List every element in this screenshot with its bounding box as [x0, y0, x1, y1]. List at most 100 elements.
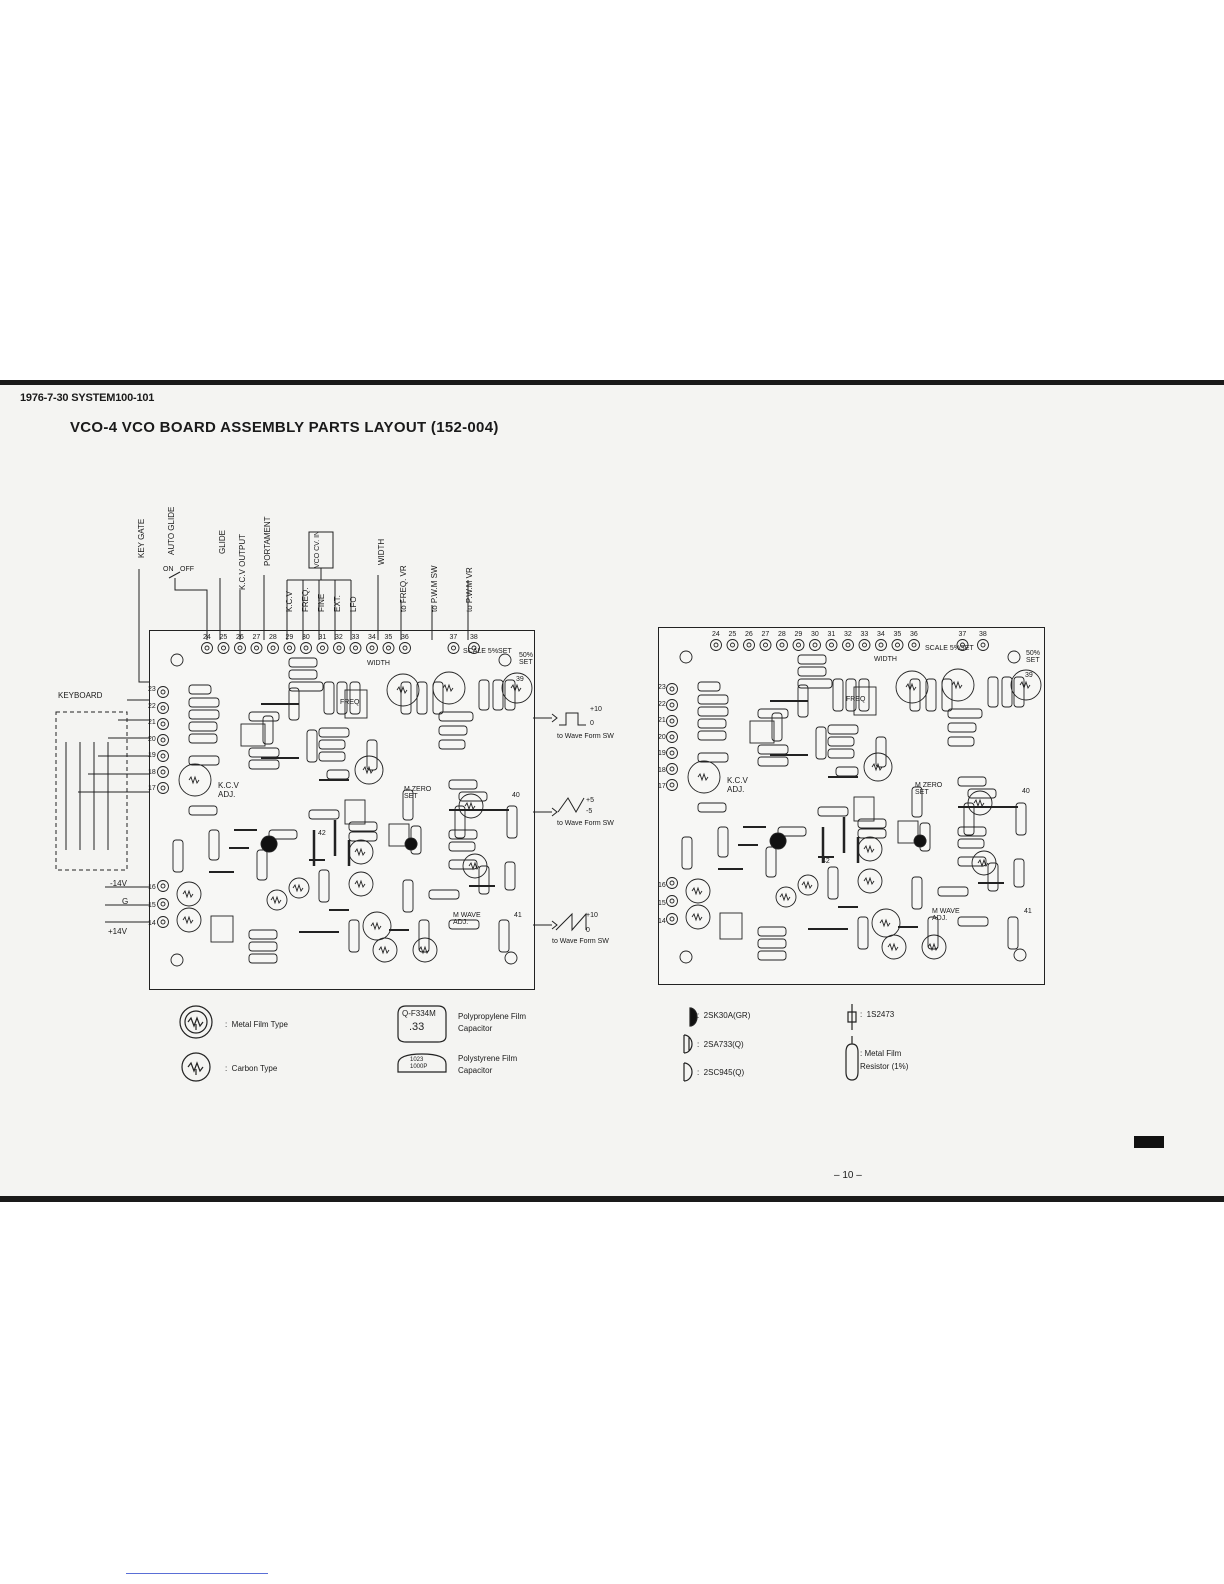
left-pad-hole: [669, 750, 675, 756]
top-pad: [776, 639, 788, 651]
resistor-vertical: [478, 679, 490, 711]
left-pad: [157, 898, 169, 910]
legend-polypropylene-text: Polypropylene Film Capacitor: [458, 1012, 527, 1033]
top-pad-hole: [845, 642, 851, 648]
resistor: [947, 722, 977, 733]
resistor-vertical: [418, 919, 430, 953]
top-pad: [825, 639, 838, 651]
right-width-label: WIDTH: [874, 656, 897, 663]
trimmer-or-capacitor: [372, 937, 398, 963]
resistor: [248, 941, 278, 952]
trimmer-or-capacitor: [941, 668, 975, 702]
left-pin-number: 22: [148, 703, 156, 710]
top-pad-hole: [204, 645, 210, 651]
right-top-pin-number: 33: [860, 631, 869, 638]
top-pad: [842, 639, 854, 651]
trimmer-wiper: [927, 942, 939, 952]
resistor: [188, 709, 220, 720]
resistor: [448, 829, 478, 840]
trimmer-wiper: [188, 775, 200, 785]
resistor: [817, 806, 849, 817]
top-pad-hole: [320, 645, 325, 651]
top-pin-number: 30: [302, 634, 310, 641]
left-pad-hole: [160, 901, 166, 907]
top-pad-hole: [303, 645, 309, 651]
left-pad: [666, 683, 678, 695]
top-pad: [809, 639, 821, 651]
resistor: [797, 678, 833, 689]
left-pad-hole: [160, 769, 166, 775]
trimmer-or-capacitor: [348, 871, 374, 897]
resistor-vertical: [987, 676, 999, 708]
top-pad-hole: [713, 642, 719, 648]
top-pad-hole: [386, 645, 391, 651]
right-top-pin-number: 34: [877, 631, 885, 638]
trimmer-wiper: [292, 883, 304, 893]
ground-label: G: [122, 897, 129, 906]
width-pwm-wires: [377, 575, 469, 640]
resistor: [248, 747, 280, 758]
resistor-vertical: [765, 846, 777, 878]
top-pin-number: 37: [449, 634, 458, 641]
left-pad: [157, 766, 169, 778]
left-pin-number: 16: [148, 884, 156, 891]
trimmer-wiper: [973, 798, 985, 808]
resistor-vertical: [1007, 916, 1019, 950]
resistor: [438, 711, 474, 722]
resistor: [697, 694, 729, 705]
trimmer-wiper: [464, 801, 476, 811]
legend-1s2473-text: : 1S2473: [860, 1010, 895, 1019]
edge-pin-number: 41: [514, 912, 522, 919]
top-pad: [201, 642, 213, 654]
top-pin-number: 29: [285, 634, 294, 641]
top-pad: [875, 639, 887, 651]
edge-pin-number: 42: [318, 830, 326, 837]
trimmer-or-capacitor: [288, 877, 310, 899]
resistor-vertical: [504, 679, 516, 711]
right-board-pin-number: 21: [658, 717, 666, 724]
left-pad: [157, 734, 169, 746]
resistor-vertical: [987, 862, 999, 892]
trimmer-or-capacitor: [1010, 669, 1042, 701]
trimmer-wiper: [801, 880, 813, 890]
keyboard-contacts: [65, 742, 109, 850]
left-pad-hole: [669, 718, 675, 724]
resistor-vertical: [478, 865, 490, 895]
switch-on-label: ON: [163, 566, 174, 573]
trimmer-or-capacitor: [871, 908, 901, 938]
trimmer-wiper: [905, 682, 917, 692]
resistor-vertical: [1013, 676, 1025, 708]
resistor: [777, 826, 807, 837]
top-pad-hole: [270, 645, 276, 651]
right-board-pin-number: 18: [658, 767, 666, 774]
trimmer-or-capacitor: [354, 755, 384, 785]
neg14v-label: -14V: [110, 879, 127, 888]
resistor-vertical: [717, 826, 729, 858]
top-pin-number: 28: [269, 634, 277, 641]
ic-package: [853, 796, 875, 822]
top-pad-hole: [862, 642, 867, 648]
legend-2sc945-text: : 2SC945(Q): [697, 1068, 745, 1077]
resistor-vertical: [909, 678, 921, 712]
top-pad: [250, 642, 263, 654]
top-pad-hole: [336, 645, 342, 651]
top-pin-number: 25: [219, 634, 228, 641]
ic-package: [853, 686, 877, 716]
top-pad: [399, 642, 411, 654]
trimmer-wiper: [418, 945, 430, 955]
resistor: [697, 706, 729, 717]
top-pad: [300, 642, 312, 654]
top-pad: [956, 639, 969, 651]
trimmer-wiper: [977, 858, 989, 868]
left-pad-hole: [669, 734, 675, 740]
left-pad-hole: [669, 916, 675, 922]
resistor-vertical: [256, 849, 268, 881]
top-pad: [217, 642, 230, 654]
resistor: [697, 681, 721, 692]
resistor-vertical: [1013, 858, 1025, 888]
trimmer-wiper: [182, 915, 194, 925]
resistor: [268, 829, 298, 840]
trimmer-wiper: [468, 861, 480, 871]
resistor: [348, 821, 378, 832]
resistor: [318, 739, 346, 750]
